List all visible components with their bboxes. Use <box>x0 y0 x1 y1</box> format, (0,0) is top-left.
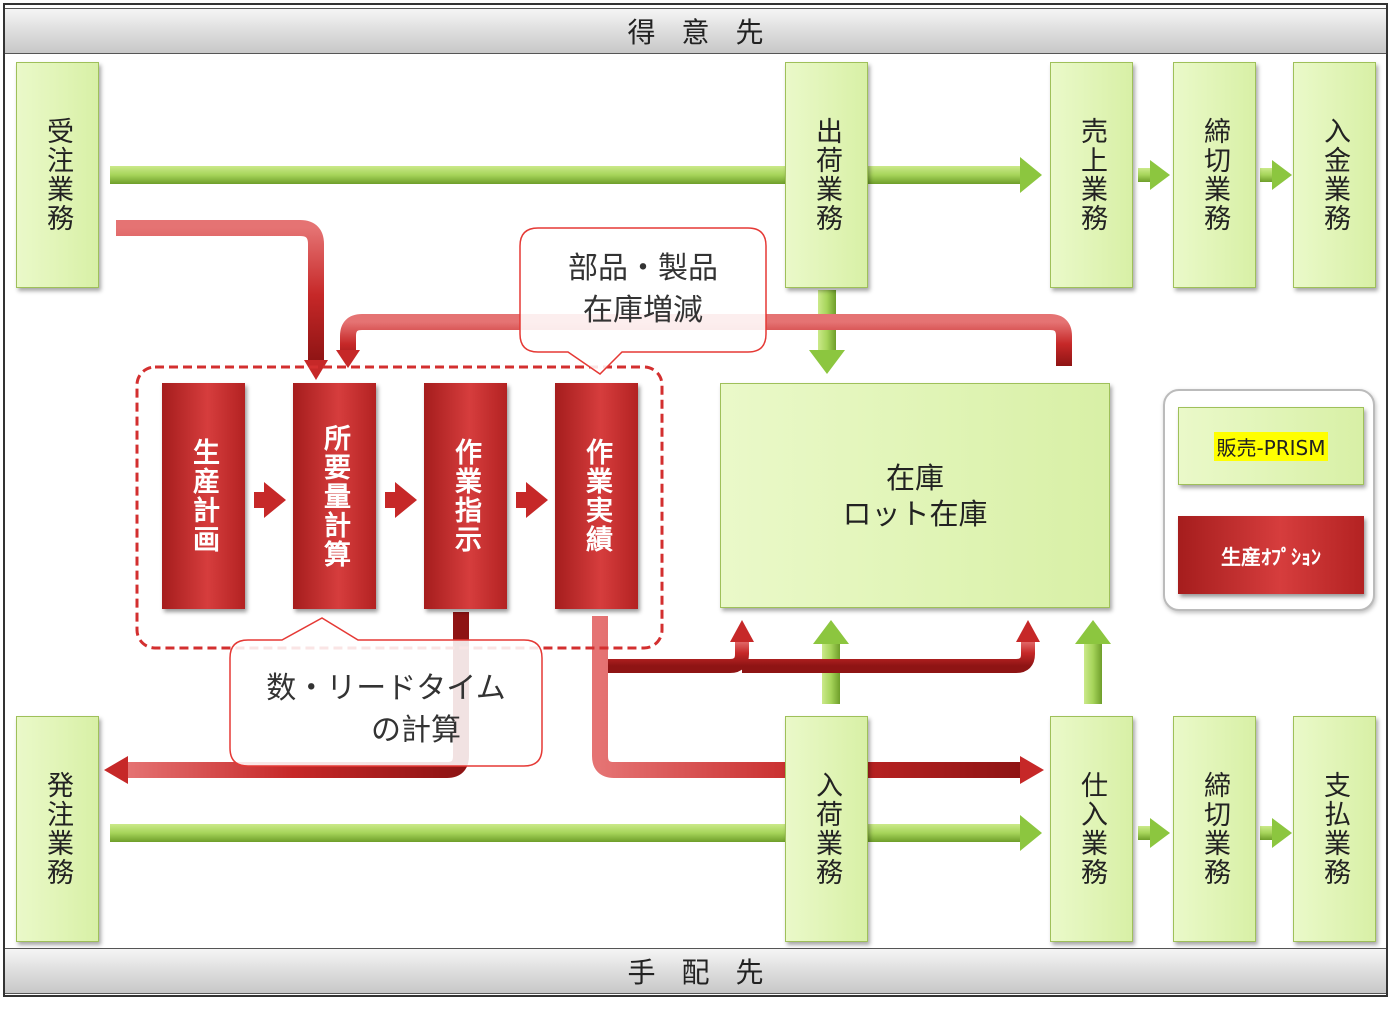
mrp-label: 所要量計算 <box>319 423 350 569</box>
arrow-order-to-mrp <box>116 220 324 362</box>
arrow-purchasing-to-closing <box>1138 818 1170 848</box>
ordering-box: 発注業務 <box>16 716 99 942</box>
work-order-label: 作業指示 <box>450 438 481 554</box>
callout-stock-change-line2: 在庫増減 <box>583 293 703 328</box>
receiving-label: 入荷業務 <box>811 771 842 887</box>
arrow-result-to-inventory-right <box>742 640 1035 673</box>
payment-label: 支払業務 <box>1319 771 1350 887</box>
callout-stock-change-bubble <box>519 227 767 375</box>
shipping-label: 出荷業務 <box>811 117 842 233</box>
arrow-sales-to-closing <box>1138 160 1170 190</box>
arrow-order-to-sales <box>110 157 1042 193</box>
purchasing-box: 仕入業務 <box>1050 716 1133 942</box>
closing-purchase-label: 締切業務 <box>1199 771 1230 887</box>
arrow-result-to-purchasing <box>592 616 1022 778</box>
arrow-closing-to-payment <box>1260 818 1292 848</box>
arrow-ordering-to-purchasing <box>110 815 1042 851</box>
legend-production-option: 生産ｵﾌﾟｼｮﾝ <box>1178 516 1364 594</box>
purchasing-label: 仕入業務 <box>1076 771 1107 887</box>
arrow-result-to-inventory-left <box>608 640 749 673</box>
shipping-box: 出荷業務 <box>785 62 868 288</box>
inventory-label: 在庫 ロット在庫 <box>720 383 1110 608</box>
inventory-box <box>720 383 1110 608</box>
inventory-label-line2: ロット在庫 <box>842 496 988 531</box>
legend-sales-prism: 販売-PRISM <box>1178 407 1364 485</box>
production-group-outline <box>135 365 664 650</box>
sales-box: 売上業務 <box>1050 62 1133 288</box>
payment-receipt-label: 入金業務 <box>1319 117 1350 233</box>
order-receiving-box: 受注業務 <box>16 62 99 288</box>
sales-label: 売上業務 <box>1076 117 1107 233</box>
closing-sales-label: 締切業務 <box>1199 117 1230 233</box>
receiving-box: 入荷業務 <box>785 716 868 942</box>
arrow-purchasing-to-inventory <box>1075 620 1111 704</box>
work-order-box: 作業指示 <box>424 383 507 609</box>
production-plan-box: 生産計画 <box>162 383 245 609</box>
arrow-closing-to-receipt <box>1260 160 1292 190</box>
order-receiving-label: 受注業務 <box>42 117 73 233</box>
closing-sales-box: 締切業務 <box>1173 62 1256 288</box>
arrow-plan-to-mrp <box>254 482 286 518</box>
callout-stock-change-text: 部品・製品 在庫増減 <box>520 248 766 332</box>
arrow-mrp-to-work-order <box>385 482 417 518</box>
callout-leadtime-bubble <box>229 617 543 767</box>
arrow-shipping-to-inventory <box>809 290 845 374</box>
work-result-box: 作業実績 <box>555 383 638 609</box>
payment-box: 支払業務 <box>1293 716 1376 942</box>
callout-stock-change-line1: 部品・製品 <box>568 251 718 286</box>
supplier-label: 手配先 <box>627 956 790 989</box>
inventory-label-line1: 在庫 <box>885 460 944 495</box>
legend-production-option-label: 生産ｵﾌﾟｼｮﾝ <box>1221 544 1321 569</box>
legend-sales-prism-label: 販売-PRISM <box>1214 431 1328 461</box>
closing-purchase-box: 締切業務 <box>1173 716 1256 942</box>
supplier-band: 手配先 <box>5 948 1386 994</box>
customer-label: 得意先 <box>627 16 790 49</box>
callout-leadtime-line2: の計算 <box>371 713 461 748</box>
work-result-label: 作業実績 <box>581 438 612 554</box>
production-plan-label: 生産計画 <box>188 438 219 554</box>
ordering-label: 発注業務 <box>42 771 73 887</box>
mrp-box: 所要量計算 <box>293 383 376 609</box>
payment-receipt-box: 入金業務 <box>1293 62 1376 288</box>
callout-leadtime-line1: 数・リードタイム <box>266 671 506 706</box>
customer-band: 得意先 <box>5 8 1386 54</box>
arrow-work-order-to-result <box>516 482 548 518</box>
callout-leadtime-text: 数・リードタイム の計算 <box>232 668 540 752</box>
